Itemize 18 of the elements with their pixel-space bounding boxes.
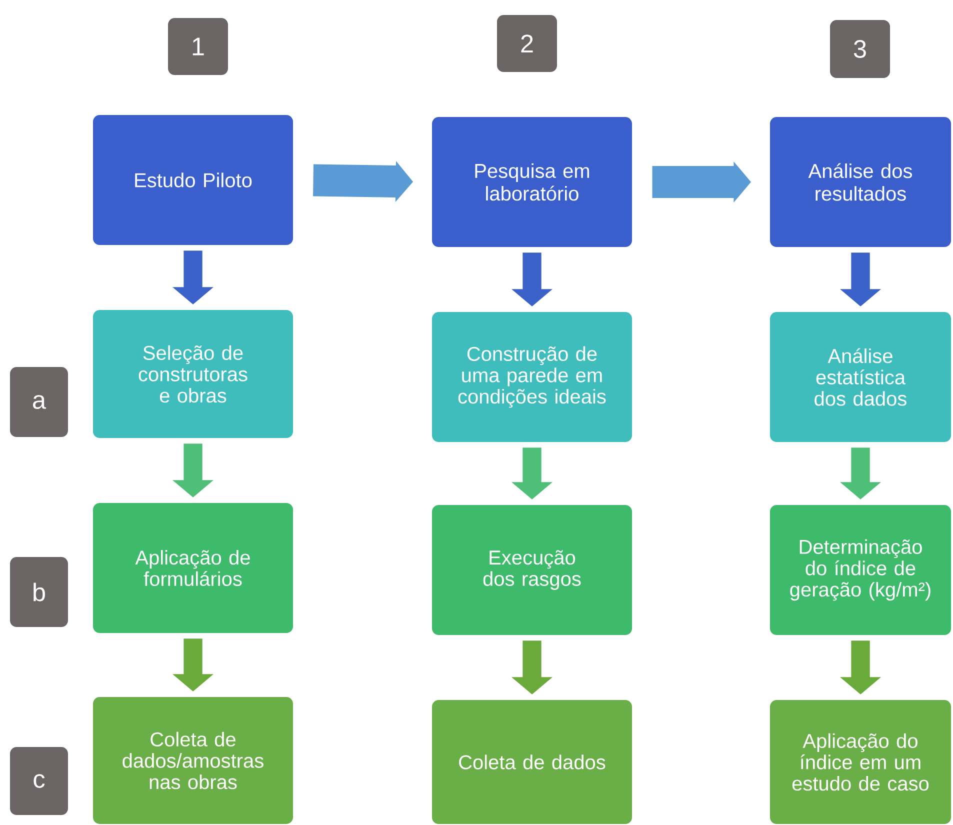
step-tag: 3 [830, 20, 890, 78]
step-tag: b [10, 557, 68, 627]
step-box: Coleta de dados [432, 700, 632, 824]
stage-box: Pesquisa em laboratório [432, 117, 632, 247]
step-box: Aplicação de formulários [93, 503, 293, 633]
step-tag: c [10, 747, 68, 815]
step-tag: 1 [168, 18, 228, 76]
stage-box: Análise dos resultados [770, 117, 952, 247]
step-box: Coleta de dados/amostras nas obras [93, 697, 293, 824]
step-box: Seleção de construtoras e obras [93, 310, 293, 438]
stage-box: Estudo Piloto [93, 115, 293, 245]
step-box: Determinação do índice de geração (kg/m²) [770, 505, 952, 635]
step-box: Construção de uma parede em condições ideais [432, 312, 632, 442]
step-tag: a [10, 367, 68, 437]
step-tag: 2 [497, 14, 557, 72]
step-box: Execução dos rasgos [432, 505, 632, 635]
step-box: Aplicação do índice em um estudo de caso [770, 700, 952, 824]
step-box: Análise estatística dos dados [770, 312, 952, 442]
